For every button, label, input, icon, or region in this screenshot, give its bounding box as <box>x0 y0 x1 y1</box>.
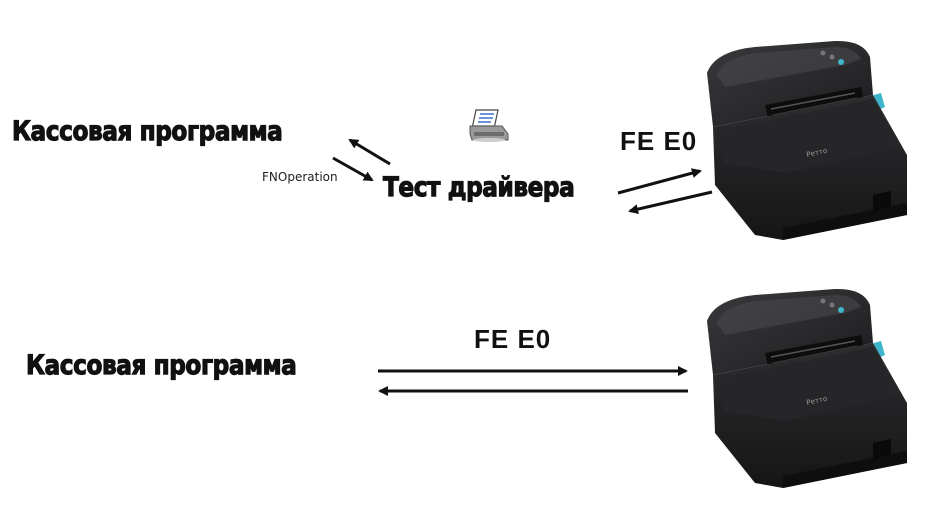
arrow-driver-to-cash <box>348 138 391 166</box>
top-cash-program-label: Кассовая программа <box>11 115 283 147</box>
fiscal-printer-icon: Ретто <box>707 40 907 240</box>
bottom-protocol-label: FE E0 <box>474 324 552 354</box>
top-protocol-label: FE E0 <box>620 126 698 156</box>
fn-operation-label: FNOperation <box>262 170 338 184</box>
bottom-cash-program-label: Кассовая программа <box>25 349 297 381</box>
arrow-cash-to-driver <box>332 156 374 182</box>
driver-test-label: Тест драйвера <box>382 171 575 203</box>
arrow-driver-to-printer <box>617 168 702 195</box>
arrow-printer-to-driver <box>628 190 713 215</box>
fiscal-printer-icon: Ретто <box>707 288 907 488</box>
